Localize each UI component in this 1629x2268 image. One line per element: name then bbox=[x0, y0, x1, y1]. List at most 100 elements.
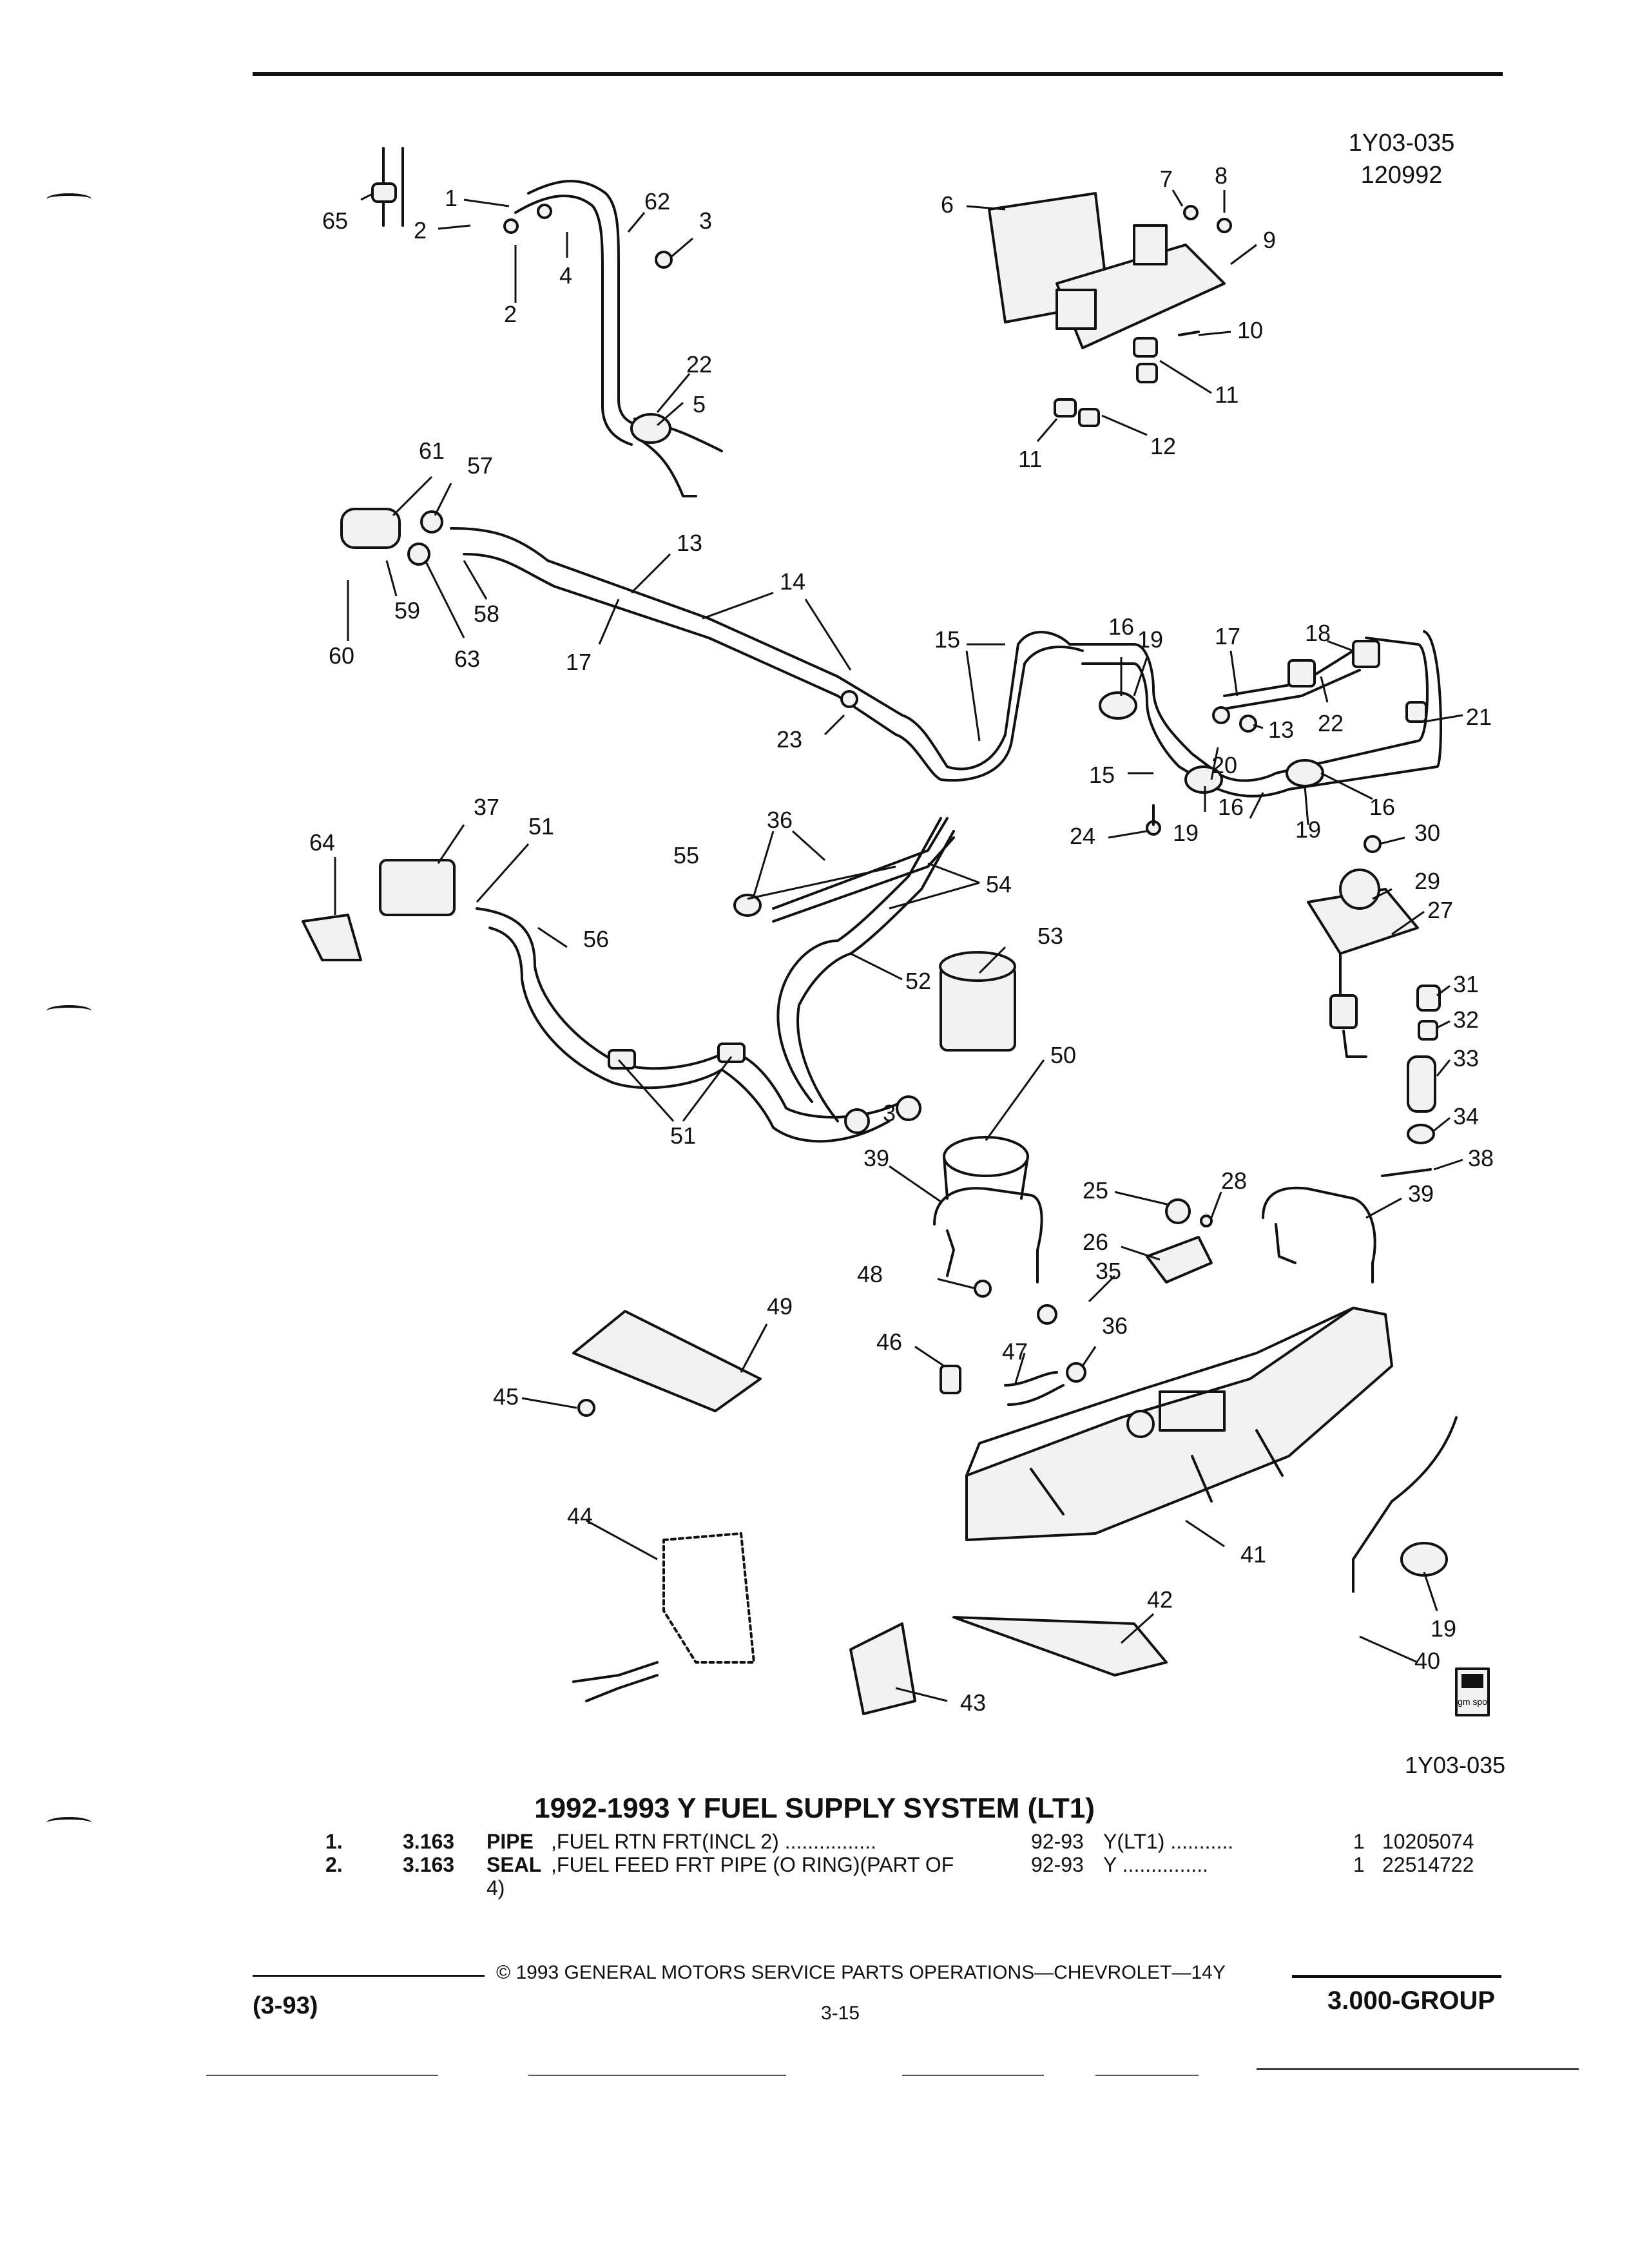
callout-5: 5 bbox=[693, 391, 706, 418]
callout-4: 4 bbox=[559, 262, 572, 289]
callout-20: 20 bbox=[1211, 752, 1237, 778]
callout-48: 48 bbox=[857, 1261, 883, 1287]
callout-43: 43 bbox=[960, 1689, 986, 1716]
tank-bracket bbox=[974, 1198, 1213, 1383]
callout-8: 8 bbox=[1215, 162, 1228, 189]
callout-38: 38 bbox=[1468, 1145, 1494, 1171]
callout-51: 51 bbox=[670, 1122, 696, 1149]
callout-26: 26 bbox=[1083, 1229, 1108, 1255]
diagram-date-code: 120992 bbox=[1360, 162, 1443, 189]
fuel-rail-bracket bbox=[988, 192, 1232, 427]
heat-shield bbox=[572, 1310, 762, 1417]
fuel-tank bbox=[965, 1307, 1393, 1541]
callout-19: 19 bbox=[1137, 626, 1163, 653]
callout-19: 19 bbox=[1431, 1615, 1456, 1642]
part-name: PIPE bbox=[487, 1830, 534, 1853]
callout-13: 13 bbox=[1268, 716, 1294, 743]
callout-62: 62 bbox=[644, 188, 670, 215]
diagram-code-bottom: 1Y03-035 bbox=[1405, 1752, 1505, 1778]
callout-3: 3 bbox=[883, 1100, 896, 1126]
callout-15: 15 bbox=[1089, 762, 1115, 788]
part-desc-continued: 4) bbox=[487, 1876, 505, 1899]
evap-hoses bbox=[302, 817, 955, 1143]
bottom-rule bbox=[902, 2075, 1044, 2076]
callout-3: 3 bbox=[699, 207, 712, 234]
bottom-rule bbox=[528, 2075, 786, 2076]
callout-52: 52 bbox=[905, 968, 931, 994]
callout-21: 21 bbox=[1466, 704, 1492, 730]
callout-50: 50 bbox=[1050, 1042, 1076, 1068]
footer-rule-left bbox=[253, 1975, 485, 1977]
callout-49: 49 bbox=[767, 1293, 793, 1320]
callout-28: 28 bbox=[1221, 1168, 1247, 1194]
callout-19: 19 bbox=[1173, 820, 1199, 846]
callout-16: 16 bbox=[1218, 794, 1244, 820]
callout-2: 2 bbox=[504, 301, 517, 327]
parts-row-continuation: 4) bbox=[487, 1876, 505, 1900]
tank-shield bbox=[849, 1616, 1168, 1715]
callout-11: 11 bbox=[1215, 381, 1239, 408]
footer-date: (3-93) bbox=[253, 1992, 318, 2019]
callout-39: 39 bbox=[863, 1145, 889, 1171]
callout-25: 25 bbox=[1083, 1177, 1108, 1204]
callout-11: 11 bbox=[1018, 446, 1042, 472]
part-qty: 1 bbox=[1353, 1853, 1365, 1876]
callout-10: 10 bbox=[1237, 317, 1263, 343]
callout-24: 24 bbox=[1070, 823, 1095, 849]
callout-57: 57 bbox=[467, 452, 493, 479]
part-years: 92-93 bbox=[1031, 1853, 1084, 1876]
callout-labels: 1 2 2 3 4 5 22 62 65 6 7 8 9 10 11 11 12… bbox=[309, 162, 1494, 1716]
callout-56: 56 bbox=[583, 926, 609, 952]
callout-9: 9 bbox=[1263, 227, 1276, 253]
margin-mark bbox=[46, 193, 92, 205]
part-number-index: 1. bbox=[325, 1830, 343, 1853]
part-pn: 22514722 bbox=[1382, 1853, 1474, 1876]
part-qty: 1 bbox=[1353, 1830, 1365, 1853]
callout-44: 44 bbox=[567, 1503, 593, 1529]
vent-pipe bbox=[1352, 1416, 1458, 1593]
part-pn: 10205074 bbox=[1382, 1830, 1474, 1853]
callout-51: 51 bbox=[528, 813, 554, 840]
leader-lines bbox=[334, 189, 1463, 1702]
callout-63: 63 bbox=[454, 646, 480, 672]
diagram-code-top: 1Y03-035 bbox=[1348, 130, 1455, 157]
callout-12: 12 bbox=[1150, 433, 1176, 459]
callout-2: 2 bbox=[414, 217, 427, 244]
callout-22: 22 bbox=[686, 351, 712, 378]
callout-27: 27 bbox=[1427, 897, 1453, 923]
part-group: 3.163 bbox=[403, 1830, 455, 1853]
callout-13: 13 bbox=[677, 530, 702, 556]
part-number-index: 2. bbox=[325, 1853, 343, 1876]
callout-39: 39 bbox=[1408, 1180, 1434, 1207]
callout-59: 59 bbox=[394, 597, 420, 624]
bottom-rule bbox=[206, 2075, 438, 2076]
callout-22: 22 bbox=[1318, 710, 1344, 736]
callout-1: 1 bbox=[445, 185, 458, 211]
margin-mark bbox=[46, 1817, 92, 1829]
callout-60: 60 bbox=[329, 642, 354, 669]
callout-42: 42 bbox=[1147, 1586, 1173, 1613]
ground-strap bbox=[572, 1532, 755, 1702]
callout-53: 53 bbox=[1037, 923, 1063, 949]
part-desc: ,FUEL FEED FRT PIPE (O RING)(PART OF bbox=[551, 1853, 954, 1876]
callout-17: 17 bbox=[566, 649, 592, 675]
callout-55: 55 bbox=[673, 842, 699, 869]
part-model: Y(LT1) ........... bbox=[1103, 1830, 1234, 1853]
footer-copyright: © 1993 GENERAL MOTORS SERVICE PARTS OPER… bbox=[496, 1962, 1226, 1983]
callout-16: 16 bbox=[1369, 794, 1395, 820]
callout-32: 32 bbox=[1453, 1006, 1479, 1033]
callout-61: 61 bbox=[419, 437, 445, 464]
svg-text:gm spo: gm spo bbox=[1458, 1696, 1487, 1707]
callout-34: 34 bbox=[1453, 1103, 1479, 1129]
part-name: SEAL bbox=[487, 1853, 542, 1876]
callout-58: 58 bbox=[474, 601, 499, 627]
callout-23: 23 bbox=[776, 726, 802, 753]
fuel-sender-pump bbox=[1307, 835, 1441, 1177]
callout-30: 30 bbox=[1414, 820, 1440, 846]
callout-36: 36 bbox=[767, 807, 793, 833]
callout-64: 64 bbox=[309, 829, 335, 856]
part-years: 92-93 bbox=[1031, 1830, 1084, 1853]
gm-spo-logo: gm spo bbox=[1455, 1667, 1490, 1716]
front-pipe-assembly bbox=[371, 147, 723, 497]
